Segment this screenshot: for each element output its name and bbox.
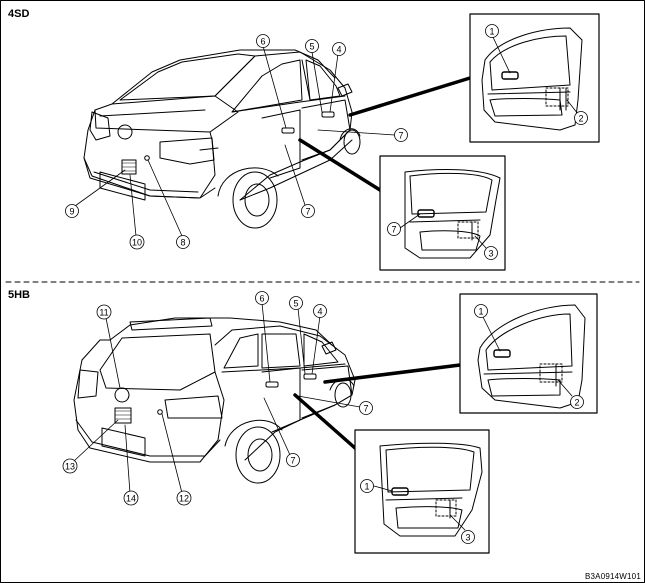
svg-text:7: 7: [305, 207, 310, 217]
sedan-callout-7a: 7: [394, 128, 408, 142]
sedan-callout-2: 2: [574, 111, 588, 125]
svg-text:5: 5: [309, 42, 314, 52]
hatchback-rear-door-pointer: [293, 393, 357, 450]
svg-text:10: 10: [132, 238, 142, 248]
figure-code: B3A0914W101: [584, 572, 641, 581]
hatchback-callout-11: 11: [96, 304, 112, 320]
svg-text:11: 11: [99, 308, 108, 318]
sedan-callout-9: 9: [65, 204, 79, 218]
sedan-rear-door-pointer: [298, 138, 382, 192]
hatchback-callout-leaders: [73, 302, 361, 494]
svg-text:2: 2: [574, 398, 579, 408]
hatchback-callout-7b: 7: [286, 453, 300, 467]
hatchback-callout-numbers: 1 2 3 4 5 6 7 7 11 12 13 14 1: [62, 291, 584, 544]
hatchback-car-illustration: [73, 317, 356, 484]
hatchback-front-door-pointer: [323, 363, 462, 384]
hatchback-callout-5: 5: [289, 296, 303, 310]
hatchback-callout-1a: 1: [474, 304, 488, 318]
svg-text:13: 13: [65, 462, 75, 472]
svg-text:2: 2: [578, 114, 583, 124]
sedan-callout-8: 8: [176, 235, 190, 249]
sedan-rear-door-inset: [379, 155, 506, 271]
sedan-callout-7b: 7: [301, 204, 315, 218]
section-label-hatchback: 5HB: [8, 289, 31, 301]
svg-text:7: 7: [363, 404, 368, 414]
hatchback-callout-4: 4: [313, 304, 327, 318]
svg-text:6: 6: [259, 294, 264, 304]
svg-text:4: 4: [336, 45, 341, 55]
svg-text:3: 3: [465, 533, 470, 543]
hatchback-callout-7a: 7: [359, 401, 373, 415]
hatchback-callout-1b: 1: [360, 479, 374, 493]
sedan-callout-4: 4: [332, 42, 346, 56]
svg-text:4: 4: [317, 307, 322, 317]
hatchback-callout-12: 12: [176, 490, 192, 506]
sedan-callout-3: 3: [484, 246, 498, 260]
sedan-callout-leaders: [74, 45, 396, 237]
svg-text:1: 1: [478, 307, 483, 317]
svg-text:7: 7: [290, 456, 295, 466]
hatchback-callout-3: 3: [461, 530, 475, 544]
hatchback-callout-6: 6: [255, 291, 269, 305]
sedan-callout-6: 6: [256, 34, 270, 48]
svg-text:9: 9: [69, 207, 74, 217]
hatchback-callout-2: 2: [570, 395, 584, 409]
svg-text:1: 1: [364, 482, 369, 492]
svg-text:7: 7: [391, 225, 396, 235]
sedan-callout-10: 10: [129, 234, 145, 250]
svg-text:7: 7: [398, 131, 403, 141]
svg-text:14: 14: [126, 494, 136, 504]
svg-text:8: 8: [180, 238, 185, 248]
svg-text:3: 3: [488, 249, 493, 259]
sedan-front-door-pointer: [348, 76, 472, 117]
sedan-callout-numbers: 1 2 3 4 5 6 7 7 7 8 9 10: [65, 24, 588, 260]
sedan-callout-1: 1: [485, 24, 499, 38]
hatchback-callout-14: 14: [123, 490, 139, 506]
svg-text:1: 1: [489, 27, 494, 37]
section-label-sedan: 4SD: [8, 8, 30, 20]
svg-text:5: 5: [293, 299, 298, 309]
sedan-car-illustration: [83, 49, 361, 229]
svg-text:12: 12: [179, 494, 189, 504]
svg-text:6: 6: [260, 37, 265, 47]
sedan-callout-7c: 7: [387, 222, 401, 236]
hatchback-callout-13: 13: [62, 458, 78, 474]
sedan-callout-5: 5: [305, 39, 319, 53]
